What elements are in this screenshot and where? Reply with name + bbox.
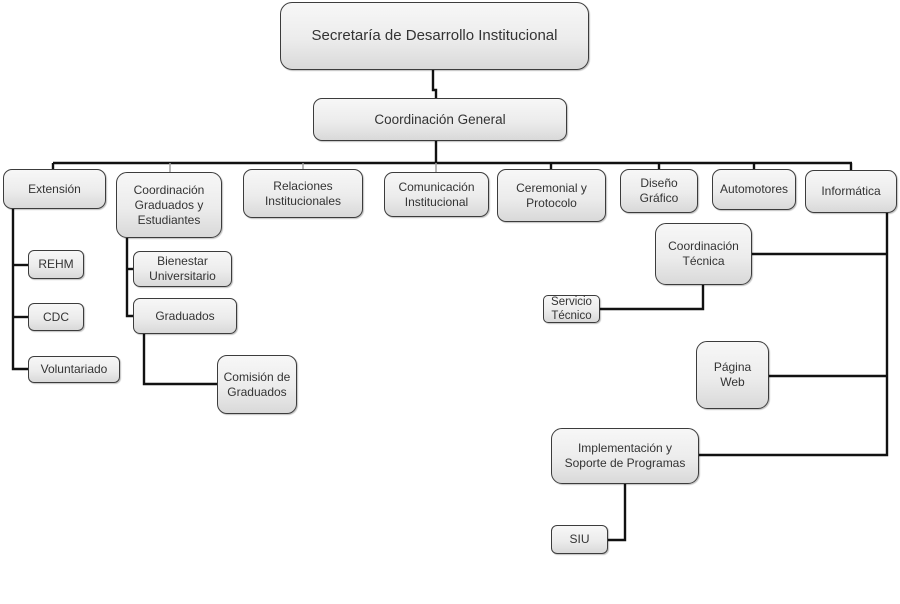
edge-informatica-children <box>699 213 889 457</box>
node-label: Coordinación General <box>374 112 506 127</box>
node-automotores[interactable]: Automotores <box>712 169 796 210</box>
node-label: Graduados <box>155 308 215 323</box>
node-label: REHM <box>38 257 74 271</box>
edge-root-general <box>431 70 438 98</box>
node-cdc[interactable]: CDC <box>28 303 84 331</box>
node-voluntariado[interactable]: Voluntariado <box>28 356 120 383</box>
node-comision-graduados[interactable]: Comisión de Graduados <box>217 355 297 414</box>
node-coordinacion-graduados[interactable]: Coordinación Graduados y Estudiantes <box>116 172 222 238</box>
node-relaciones[interactable]: Relaciones Institucionales <box>243 169 363 218</box>
node-label: Voluntariado <box>40 362 108 376</box>
node-bienestar[interactable]: Bienestar Universitario <box>133 251 232 287</box>
node-pagina-web[interactable]: Página Web <box>696 341 769 409</box>
node-label: SIU <box>569 532 590 546</box>
node-extension[interactable]: Extensión <box>3 169 106 209</box>
node-label: Extensión <box>28 181 81 196</box>
node-siu[interactable]: SIU <box>551 525 608 554</box>
node-label: Página Web <box>713 360 752 389</box>
edge-implementacion-siu <box>608 484 627 542</box>
node-label: Automotores <box>719 182 789 196</box>
node-label: Diseño Gráfico <box>639 176 679 205</box>
node-label: Comisión de Graduados <box>223 369 291 399</box>
node-ceremonial[interactable]: Ceremonial y Protocolo <box>497 169 606 222</box>
node-label: Ceremonial y Protocolo <box>516 180 587 210</box>
node-graduados[interactable]: Graduados <box>133 298 237 334</box>
node-implementacion[interactable]: Implementación y Soporte de Programas <box>551 428 699 484</box>
node-rehm[interactable]: REHM <box>28 250 84 279</box>
node-label: Informática <box>821 184 881 198</box>
node-label: Relaciones Institucionales <box>264 178 342 208</box>
node-comunicacion[interactable]: Comunicación Institucional <box>384 172 489 217</box>
node-label: Coordinación Graduados y Estudiantes <box>133 182 205 227</box>
node-label: Bienestar Universitario <box>149 254 216 283</box>
edge-graduados-comision <box>142 334 217 386</box>
node-coordinacion-general[interactable]: Coordinación General <box>313 98 567 141</box>
node-label: Coordinación Técnica <box>668 239 739 268</box>
node-servicio-tecnico[interactable]: Servicio Técnico <box>543 295 600 323</box>
node-label: Implementación y Soporte de Programas <box>564 441 686 470</box>
node-diseno[interactable]: Diseño Gráfico <box>620 169 698 213</box>
node-coordinacion-tecnica[interactable]: Coordinación Técnica <box>655 223 752 285</box>
node-informatica[interactable]: Informática <box>805 170 897 213</box>
edge-coordtecnica-servicio <box>600 285 705 311</box>
node-label: Comunicación Institucional <box>398 179 475 209</box>
node-label: Secretaría de Desarrollo Institucional <box>311 27 558 44</box>
edge-extension-children <box>11 209 28 371</box>
node-label: CDC <box>43 309 69 324</box>
node-label: Servicio Técnico <box>551 296 592 322</box>
edge-coordgrad-children <box>125 238 133 318</box>
node-secretaria[interactable]: Secretaría de Desarrollo Institucional <box>280 2 589 70</box>
